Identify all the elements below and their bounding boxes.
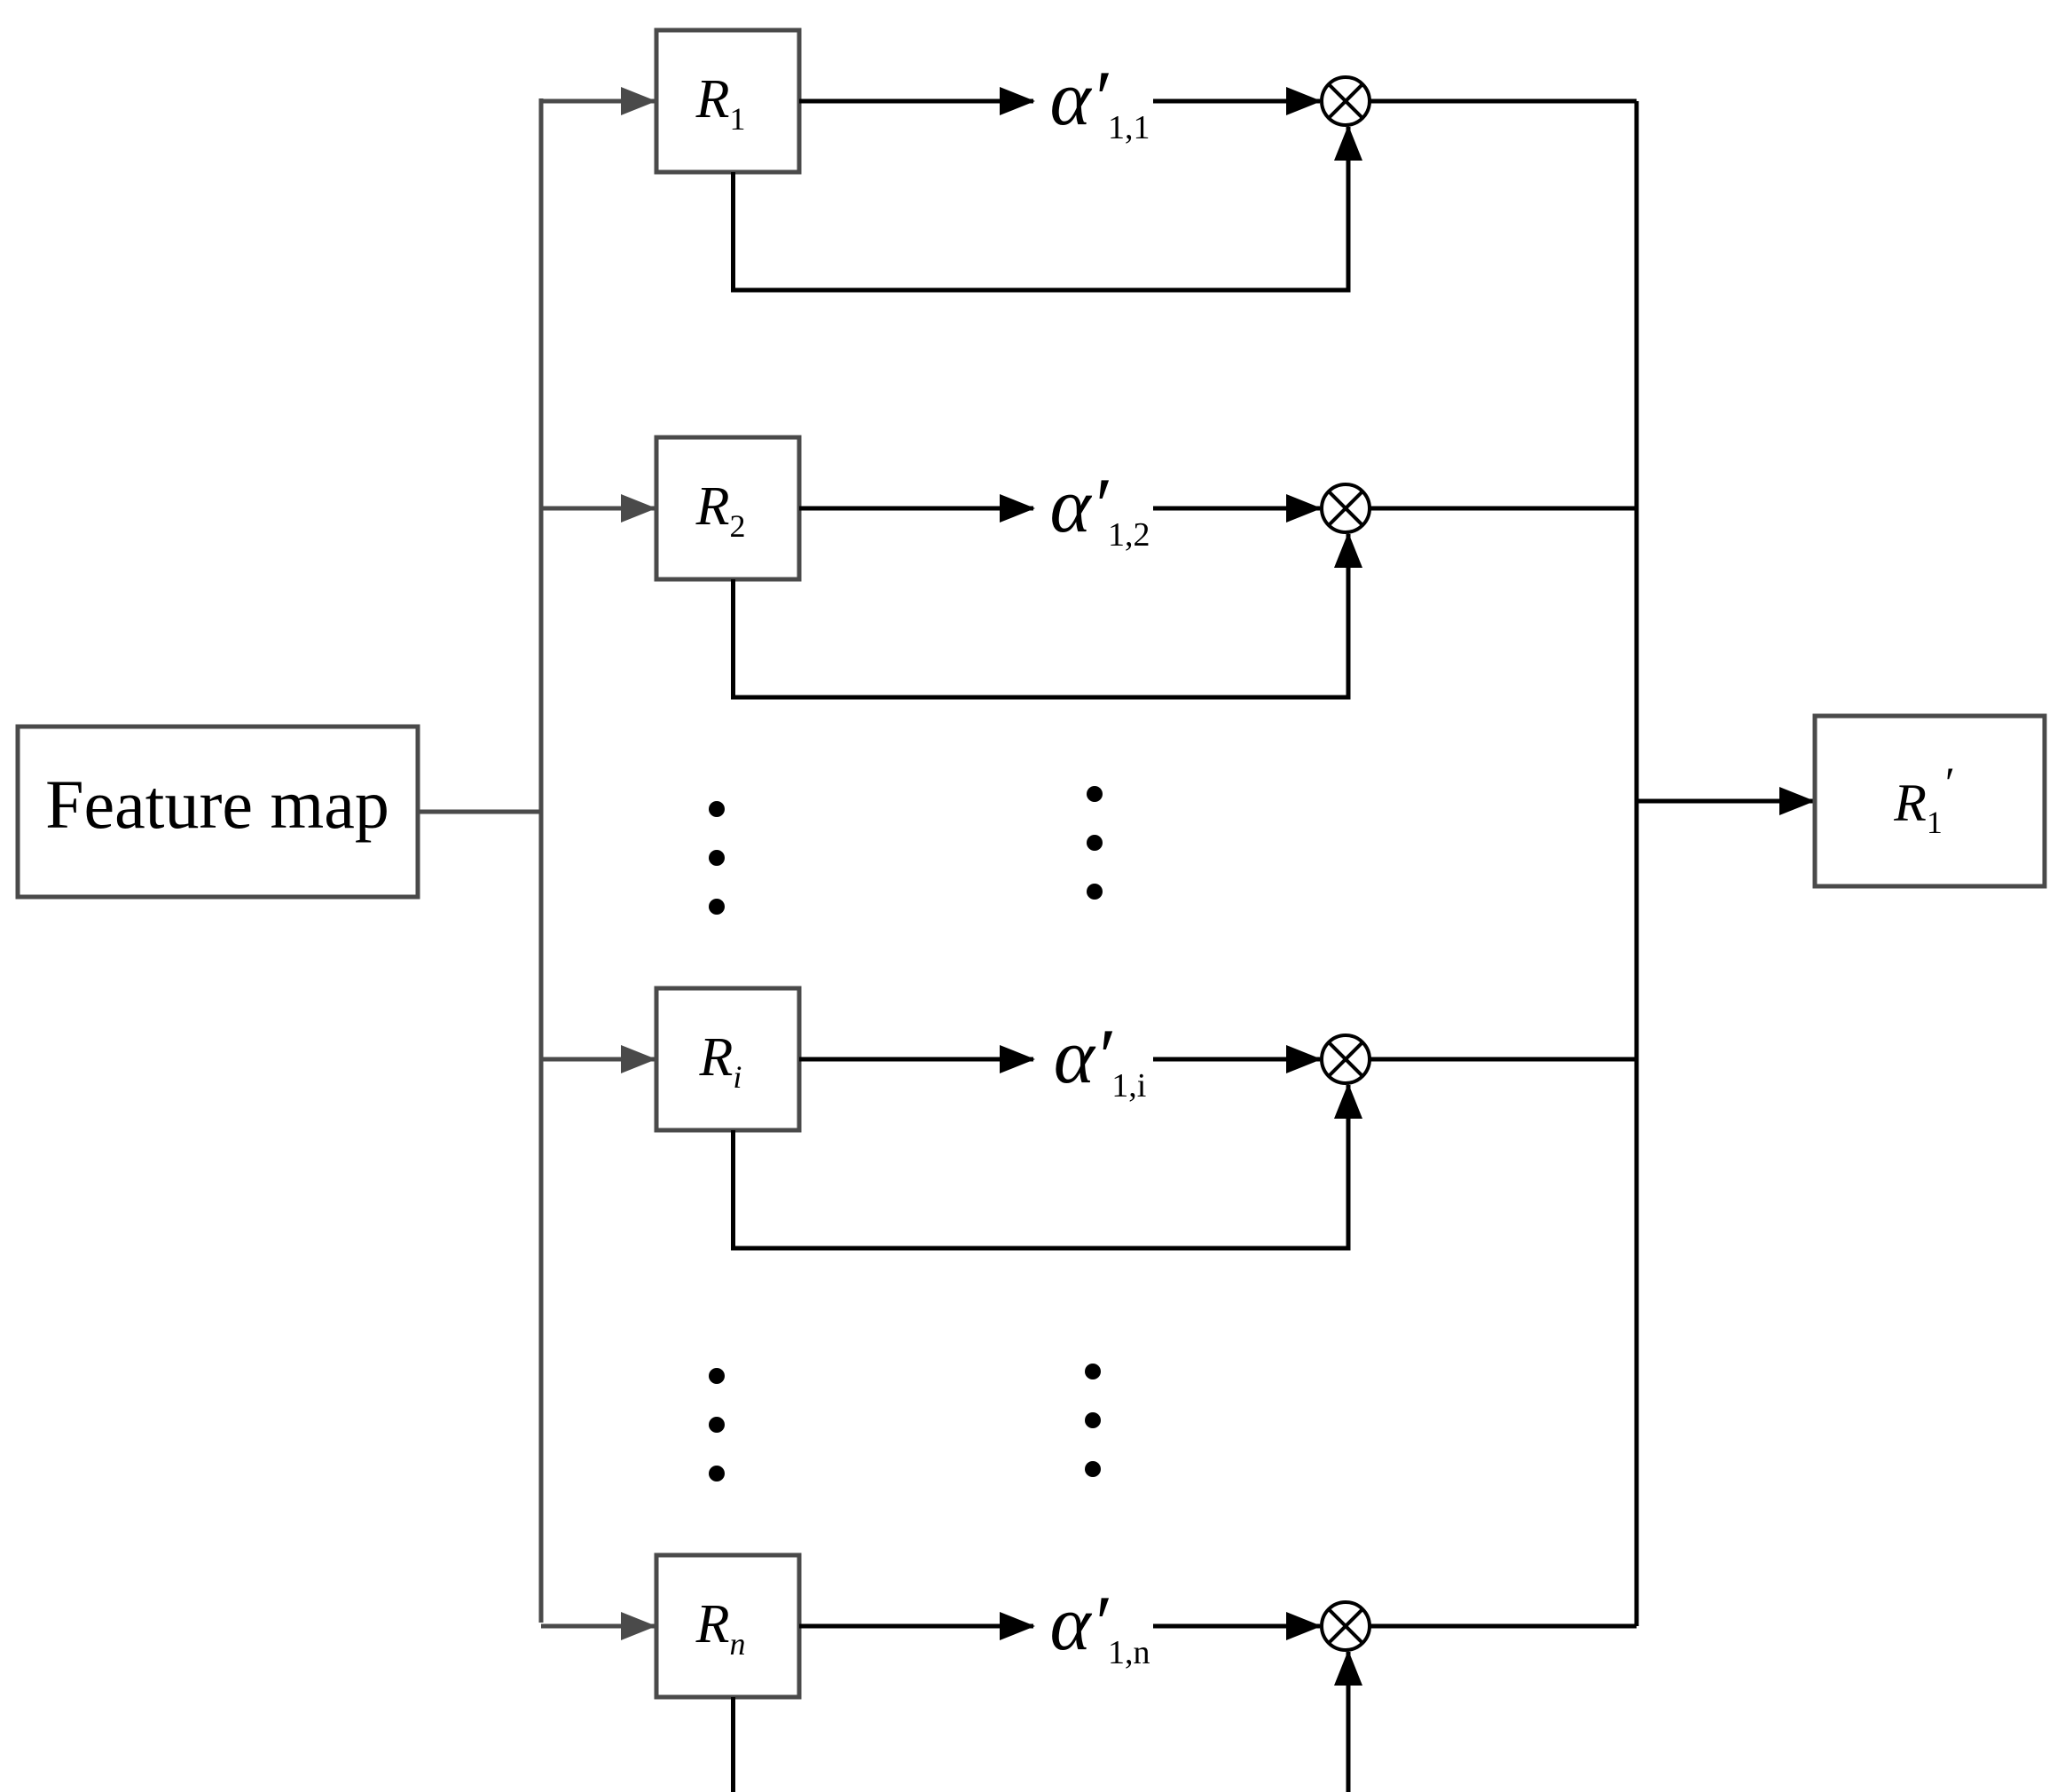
feature-map-label: Feature map (45, 766, 389, 843)
ellipsis-lower (709, 1364, 1101, 1482)
feature-map-node: Feature map (15, 724, 420, 900)
region-label-main: R (695, 476, 730, 537)
ellipsis-dot (709, 850, 725, 866)
ellipsis-dot (709, 1417, 725, 1433)
ellipsis-dot (1085, 1364, 1101, 1379)
ellipsis-dot (1087, 835, 1103, 851)
row-2: R2 α′1,2 (541, 435, 1637, 700)
region-label-sub: i (733, 1059, 742, 1095)
ellipsis-dot (1085, 1412, 1101, 1428)
skip-connection-arrow (731, 532, 1362, 700)
region-box-1 (654, 28, 802, 175)
feature-map-box (15, 724, 420, 900)
otimes-icon (1320, 1600, 1371, 1652)
region-label-i: Ri (699, 1027, 742, 1095)
alpha-label-main: α′ (1050, 56, 1110, 142)
ellipsis-dot (709, 1368, 725, 1384)
ellipsis-dot (1087, 786, 1103, 802)
row-1: R1 α′1,1 (541, 28, 1637, 293)
alpha-label-main: α′ (1054, 1014, 1113, 1100)
region-label-main: R (695, 1594, 730, 1654)
alpha-label-n: α′1,n (1050, 1581, 1150, 1671)
region-label-main: R (695, 69, 730, 130)
row-i: Ri α′1,i (541, 986, 1637, 1251)
output-box (1812, 713, 2047, 889)
alpha-label-sub: 1,1 (1108, 109, 1150, 146)
otimes-icon (1320, 483, 1371, 534)
region-label-main: R (699, 1027, 734, 1088)
skip-connection-arrow (731, 125, 1362, 293)
region-label-sub: 2 (729, 508, 745, 544)
alpha-label-i: α′1,i (1054, 1014, 1147, 1104)
region-label-1: R1 (695, 69, 746, 137)
region-label-sub: n (729, 1626, 745, 1662)
alpha-label-1: α′1,1 (1050, 56, 1150, 146)
output-sub: 1 (1927, 805, 1943, 840)
ellipsis-dot (1087, 884, 1103, 900)
output-label: R1′ (1893, 758, 1953, 840)
region-box-i (654, 986, 802, 1133)
skip-connection-arrow (731, 1650, 1362, 1792)
alpha-label-sub: 1,2 (1108, 516, 1150, 554)
ellipsis-dot (1085, 1461, 1101, 1477)
output-main: R (1893, 774, 1927, 832)
ellipsis-upper (709, 786, 1103, 915)
skip-connection-arrow (731, 1083, 1362, 1251)
output-node: R1′ (1812, 713, 2047, 889)
region-box-n (654, 1552, 802, 1700)
ellipsis-dot (709, 801, 725, 817)
region-label-n: Rn (695, 1594, 746, 1662)
region-label-2: R2 (695, 476, 746, 544)
alpha-label-sub: 1,n (1108, 1634, 1150, 1671)
alpha-label-main: α′ (1050, 1581, 1110, 1667)
otimes-icon (1320, 75, 1371, 127)
alpha-label-2: α′1,2 (1050, 463, 1150, 554)
region-box-2 (654, 435, 802, 582)
row-n: Rn α′1,n (541, 1552, 1637, 1792)
output-prime: ′ (1943, 758, 1953, 807)
otimes-icon (1320, 1034, 1371, 1085)
ellipsis-dot (709, 1466, 725, 1482)
ellipsis-dot (709, 899, 725, 915)
alpha-label-sub: 1,i (1111, 1067, 1146, 1104)
region-label-sub: 1 (729, 101, 745, 137)
alpha-label-main: α′ (1050, 463, 1110, 549)
